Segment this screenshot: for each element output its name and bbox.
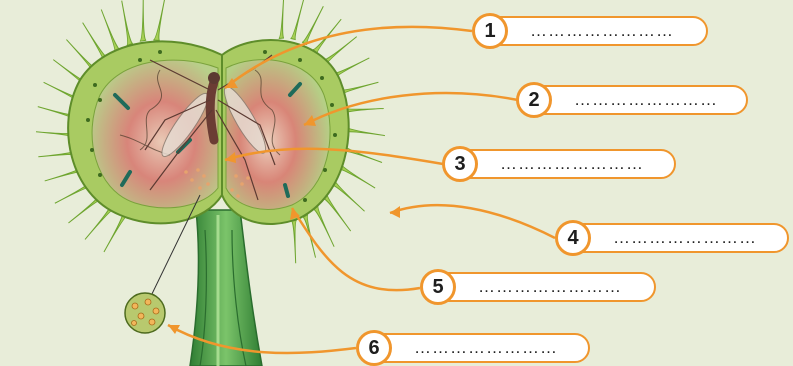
label-box-4[interactable]: …………………… [567, 223, 789, 253]
label-number-2: 2 [516, 82, 552, 118]
rim-gland [330, 103, 334, 107]
leader-5 [292, 208, 420, 290]
rim-gland [158, 50, 162, 54]
label-text-3: …………………… [500, 154, 644, 174]
cilium [291, 220, 296, 263]
label-box-2[interactable]: …………………… [528, 85, 748, 115]
cilium [331, 179, 364, 212]
arrowhead-4 [390, 206, 400, 218]
leader-4 [390, 205, 555, 238]
cilium [104, 212, 129, 252]
label-text-1: …………………… [530, 21, 674, 41]
rim-gland [90, 148, 94, 152]
label-number-3: 3 [442, 146, 478, 182]
label-text-2: …………………… [574, 90, 718, 110]
cilium [291, 0, 304, 40]
trap-right-inner [226, 60, 330, 210]
cilium [153, 0, 165, 41]
stem [190, 210, 262, 366]
cilium [140, 0, 146, 41]
label-text-6: …………………… [414, 338, 558, 358]
label-text-5: …………………… [478, 277, 622, 297]
cilium [323, 193, 350, 231]
rim-gland [298, 58, 302, 62]
rim-gland [263, 50, 267, 54]
cilium [314, 205, 334, 246]
label-box-1[interactable]: …………………… [484, 16, 708, 46]
label-box-3[interactable]: …………………… [454, 149, 676, 179]
rim-gland [86, 118, 90, 122]
rim-gland [333, 133, 337, 137]
label-text-4: …………………… [613, 228, 757, 248]
label-number-1: 1 [472, 13, 508, 49]
cilium [122, 1, 133, 46]
label-box-5[interactable]: …………………… [432, 272, 656, 302]
rim-gland [93, 83, 97, 87]
label-number-6: 6 [356, 330, 392, 366]
label-box-6[interactable]: …………………… [368, 333, 590, 363]
rim-gland [138, 58, 142, 62]
rim-gland [303, 198, 307, 202]
label-number-5: 5 [420, 269, 456, 305]
rim-gland [98, 173, 102, 177]
label-number-4: 4 [555, 220, 591, 256]
rim-gland [323, 168, 327, 172]
rim-gland [98, 98, 102, 102]
cilium [279, 0, 284, 39]
rim-gland [320, 76, 324, 80]
cilium [101, 9, 120, 53]
